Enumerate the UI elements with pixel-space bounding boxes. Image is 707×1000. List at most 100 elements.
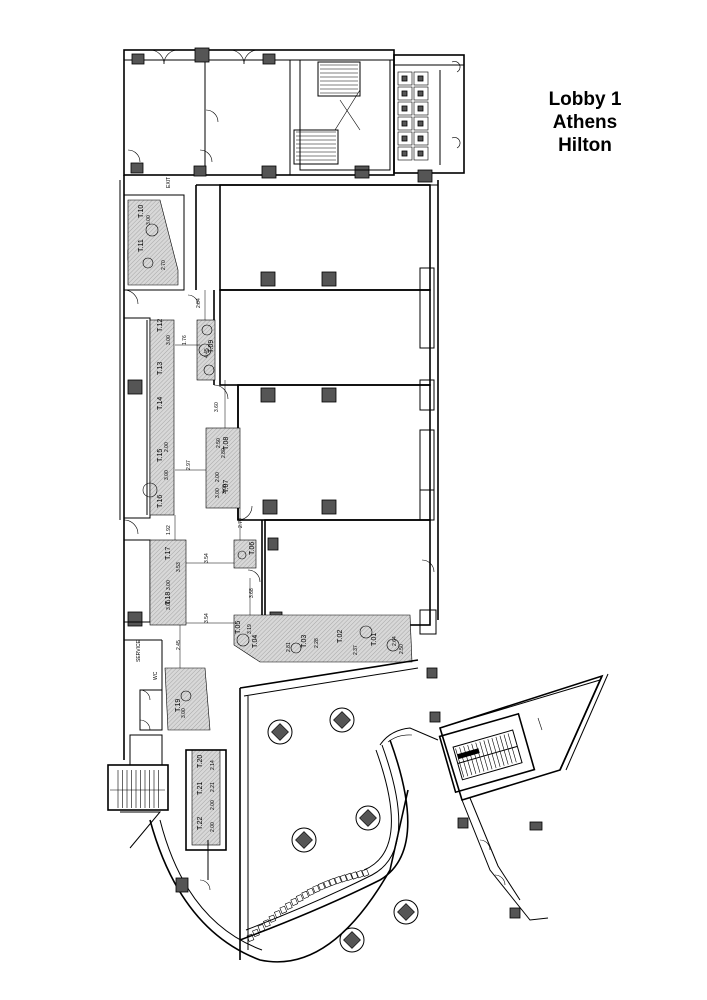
table-label: T.15 bbox=[157, 449, 164, 462]
column bbox=[131, 53, 145, 65]
dimension-label: 3.53 bbox=[176, 562, 182, 572]
dimension-label: 2.00 bbox=[210, 800, 216, 810]
table-label: T.02 bbox=[337, 630, 344, 643]
dimension-label: 2.84 bbox=[196, 298, 202, 308]
lower-lobby bbox=[124, 639, 543, 963]
staircase-top bbox=[293, 59, 391, 171]
dimension-label: 2.50 bbox=[216, 438, 222, 448]
dimension-label: 3.19 bbox=[247, 624, 253, 634]
exit-label: EXIT bbox=[166, 177, 172, 188]
column bbox=[260, 387, 276, 403]
title-line-2: Athens bbox=[552, 112, 618, 133]
dimension-label: 2.00 bbox=[215, 472, 221, 482]
title-line-1: Lobby 1 bbox=[548, 89, 622, 110]
round-column bbox=[291, 827, 317, 853]
table-label: T.20 bbox=[197, 755, 204, 768]
dimension-label: 3.54 bbox=[204, 613, 210, 623]
table-label: T.12 bbox=[157, 319, 164, 332]
table-label: T.05 bbox=[235, 621, 242, 634]
table-label: T.10 bbox=[138, 205, 145, 218]
dimension-label: 3.00 bbox=[166, 335, 172, 345]
column bbox=[509, 907, 521, 919]
column bbox=[417, 169, 433, 183]
column bbox=[194, 47, 210, 63]
staircase-lower-left bbox=[107, 764, 169, 849]
dimension-label: 3.68 bbox=[249, 588, 255, 598]
round-column bbox=[329, 707, 355, 733]
round-column bbox=[267, 719, 293, 745]
column bbox=[354, 165, 370, 179]
table-label: T.08 bbox=[223, 437, 230, 450]
dimension-label: 2.21 bbox=[210, 782, 216, 792]
column bbox=[529, 821, 543, 831]
dimension-label: 2.37 bbox=[353, 645, 359, 655]
table-label: T.06 bbox=[249, 542, 256, 555]
dimension-lines bbox=[174, 290, 251, 668]
dimension-label: 3.54 bbox=[204, 553, 210, 563]
table-label: T.07 bbox=[223, 480, 230, 493]
column bbox=[261, 165, 277, 179]
table-label: T.18 bbox=[165, 592, 172, 605]
dimension-label: 2.14 bbox=[210, 760, 216, 770]
dimension-label: 2.81 bbox=[286, 642, 292, 652]
column bbox=[457, 817, 469, 829]
column bbox=[260, 271, 276, 287]
dimension-label: 3.00 bbox=[222, 484, 228, 494]
wc-label: WC bbox=[153, 671, 159, 680]
dimension-label: 1.76 bbox=[182, 335, 188, 345]
staircase-lower-right bbox=[379, 673, 609, 921]
dimension-label: 3.00 bbox=[164, 470, 170, 480]
column bbox=[262, 53, 276, 65]
column bbox=[267, 537, 279, 551]
table-label: T.22 bbox=[197, 817, 204, 830]
dimension-label: 2.28 bbox=[314, 638, 320, 648]
wc-block bbox=[393, 54, 465, 174]
plan-title: Lobby 1 Athens Hilton bbox=[520, 88, 650, 157]
dimension-label: 3.00 bbox=[166, 580, 172, 590]
column bbox=[321, 499, 337, 515]
table-label: T.09 bbox=[208, 340, 215, 353]
table-label: T.11 bbox=[138, 239, 145, 252]
dimension-label: 2.45 bbox=[176, 640, 182, 650]
table-areas bbox=[127, 199, 413, 846]
dimension-label: 3.00 bbox=[166, 600, 172, 610]
column bbox=[262, 499, 278, 515]
round-column bbox=[355, 805, 381, 831]
dimension-label: 3.00 bbox=[181, 708, 187, 718]
column bbox=[130, 162, 144, 174]
dimension-label: 2.50 bbox=[399, 644, 405, 654]
column bbox=[175, 877, 189, 893]
table-label: T.01 bbox=[371, 633, 378, 646]
round-column bbox=[339, 927, 365, 953]
table-label: T.13 bbox=[157, 362, 164, 375]
table-label: T.14 bbox=[157, 397, 164, 410]
column bbox=[127, 611, 143, 627]
dimension-label: 2.80 bbox=[221, 448, 227, 458]
dimension-label: 1.92 bbox=[166, 525, 172, 535]
table-label: T.21 bbox=[197, 782, 204, 795]
table-label: T.03 bbox=[301, 635, 308, 648]
table-label: T.19 bbox=[175, 699, 182, 712]
column bbox=[193, 165, 207, 177]
service-label: SERVICE bbox=[136, 639, 142, 662]
column bbox=[426, 667, 438, 679]
top-entrance-block bbox=[123, 47, 395, 179]
dimension-label: 3.60 bbox=[214, 402, 220, 412]
table-label: T.04 bbox=[252, 635, 259, 648]
round-column bbox=[393, 899, 419, 925]
dimension-label: 3.00 bbox=[146, 215, 152, 225]
dimension-label: 2.00 bbox=[164, 442, 170, 452]
dimension-label: 2.00 bbox=[210, 822, 216, 832]
dimension-label: 3.00 bbox=[215, 488, 221, 498]
title-line-3: Hilton bbox=[558, 135, 612, 156]
dimension-label: 2.70 bbox=[161, 260, 167, 270]
table-chairs bbox=[142, 223, 400, 702]
column bbox=[321, 271, 337, 287]
column bbox=[321, 387, 337, 403]
table-label: T.16 bbox=[157, 495, 164, 508]
table-label: T.17 bbox=[165, 547, 172, 560]
dimension-label: 2.70 bbox=[238, 518, 244, 528]
column bbox=[127, 379, 143, 395]
